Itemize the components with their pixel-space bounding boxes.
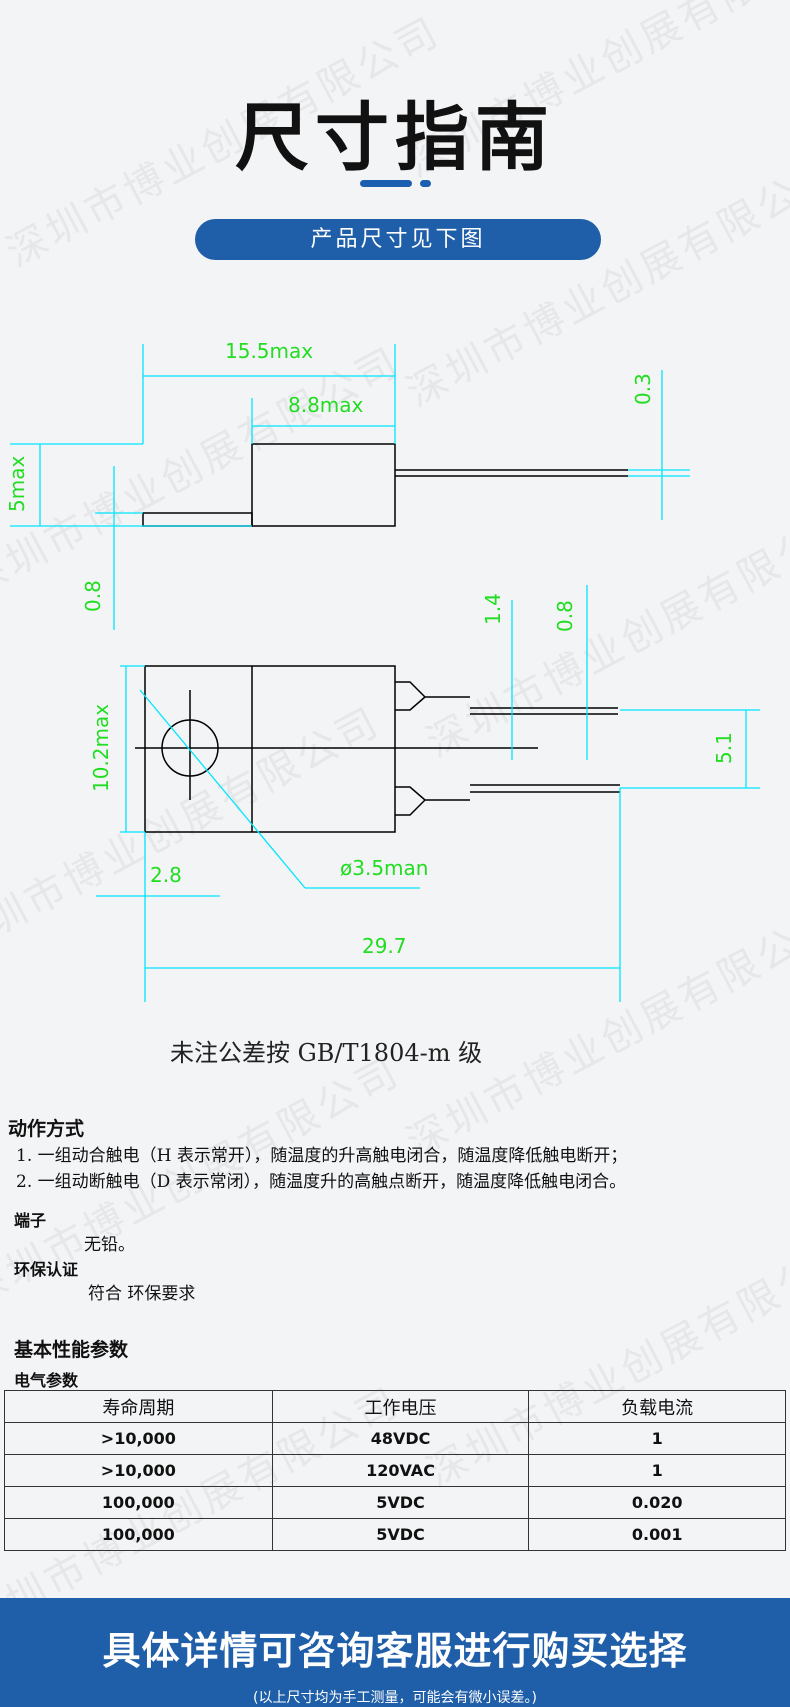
table-row: 100,000 5VDC 0.001 [4, 1518, 786, 1551]
dim-hole-diameter: ø3.5man [340, 856, 428, 880]
action-item-2: 2. 一组动断触电（D 表示常闭），随温度升的高触点断开，随温度降低触电闭合。 [16, 1172, 627, 1192]
electrical-subheading: 电气参数 [14, 1371, 79, 1390]
env-value: 符合 环保要求 [88, 1284, 196, 1304]
cell-current: 0.020 [528, 1486, 786, 1519]
dimension-drawing: 15.5max 8.8max 5max 0.3 0.8 1.4 0.8 10.2… [5, 339, 760, 1002]
cell-current: 1 [528, 1422, 786, 1455]
footer-note: (以上尺寸均为手工测量，可能会有微小误差。) [253, 1690, 537, 1706]
spec-table: 寿命周期 工作电压 负载电流 >10,000 48VDC 1 >10,000 1… [4, 1390, 786, 1551]
title-underline [360, 180, 412, 187]
dim-body-height: 10.2max [89, 704, 113, 792]
side-base [142, 512, 253, 527]
title-underline-dot [420, 180, 431, 187]
env-heading: 环保认证 [14, 1260, 79, 1279]
dim-overall-length: 29.7 [362, 934, 407, 958]
side-body [251, 443, 396, 527]
part-outline [135, 443, 628, 833]
performance-heading: 基本性能参数 [14, 1339, 129, 1361]
cell-voltage: 5VDC [271, 1486, 530, 1519]
dim-lead-thickness: 0.3 [631, 373, 655, 405]
action-heading: 动作方式 [8, 1118, 85, 1140]
cell-life: >10,000 [4, 1422, 273, 1455]
col-current-header: 负载电流 [528, 1390, 786, 1423]
dim-lead-width: 1.4 [481, 593, 505, 625]
cell-life: 100,000 [4, 1486, 273, 1519]
table-row: >10,000 120VAC 1 [4, 1454, 786, 1487]
table-header-row: 寿命周期 工作电压 负载电流 [4, 1390, 786, 1423]
terminal-heading: 端子 [14, 1211, 47, 1230]
dim-width-total: 15.5max [225, 339, 313, 363]
cell-current: 1 [528, 1454, 786, 1487]
table-row: >10,000 48VDC 1 [4, 1422, 786, 1455]
col-voltage-header: 工作电压 [271, 1390, 530, 1423]
dimension-lines [10, 344, 760, 1002]
footer-banner: 具体详情可咨询客服进行购买选择 (以上尺寸均为手工测量，可能会有微小误差。) [0, 1598, 790, 1707]
cell-current: 0.001 [528, 1518, 786, 1551]
action-item-1: 1. 一组动合触电（H 表示常开），随温度的升高触电闭合，随温度降低触电断开； [16, 1146, 628, 1166]
dim-height-side: 5max [5, 456, 29, 512]
cell-voltage: 48VDC [271, 1422, 530, 1455]
dim-lead-gap: 0.8 [553, 600, 577, 632]
tolerance-note: 未注公差按 GB/T1804-m 级 [170, 1039, 483, 1067]
dim-width-body: 8.8max [288, 393, 364, 417]
cell-voltage: 5VDC [271, 1518, 530, 1551]
dim-lead-pitch: 5.1 [712, 732, 736, 764]
dim-hole-offset: 2.8 [150, 863, 182, 887]
page-title: 尺寸指南 [235, 95, 555, 181]
front-body [144, 665, 396, 833]
footer-cta: 具体详情可咨询客服进行购买选择 [102, 1629, 688, 1673]
cell-voltage: 120VAC [271, 1454, 530, 1487]
cell-life: >10,000 [4, 1454, 273, 1487]
dim-base-thickness: 0.8 [81, 580, 105, 612]
lead-neck-lower [395, 786, 470, 816]
col-life-header: 寿命周期 [4, 1390, 273, 1423]
lead-neck-upper [395, 681, 470, 711]
section-pill: 产品尺寸见下图 [195, 219, 601, 260]
terminal-value: 无铅。 [84, 1235, 135, 1255]
table-row: 100,000 5VDC 0.020 [4, 1486, 786, 1519]
cell-life: 100,000 [4, 1518, 273, 1551]
